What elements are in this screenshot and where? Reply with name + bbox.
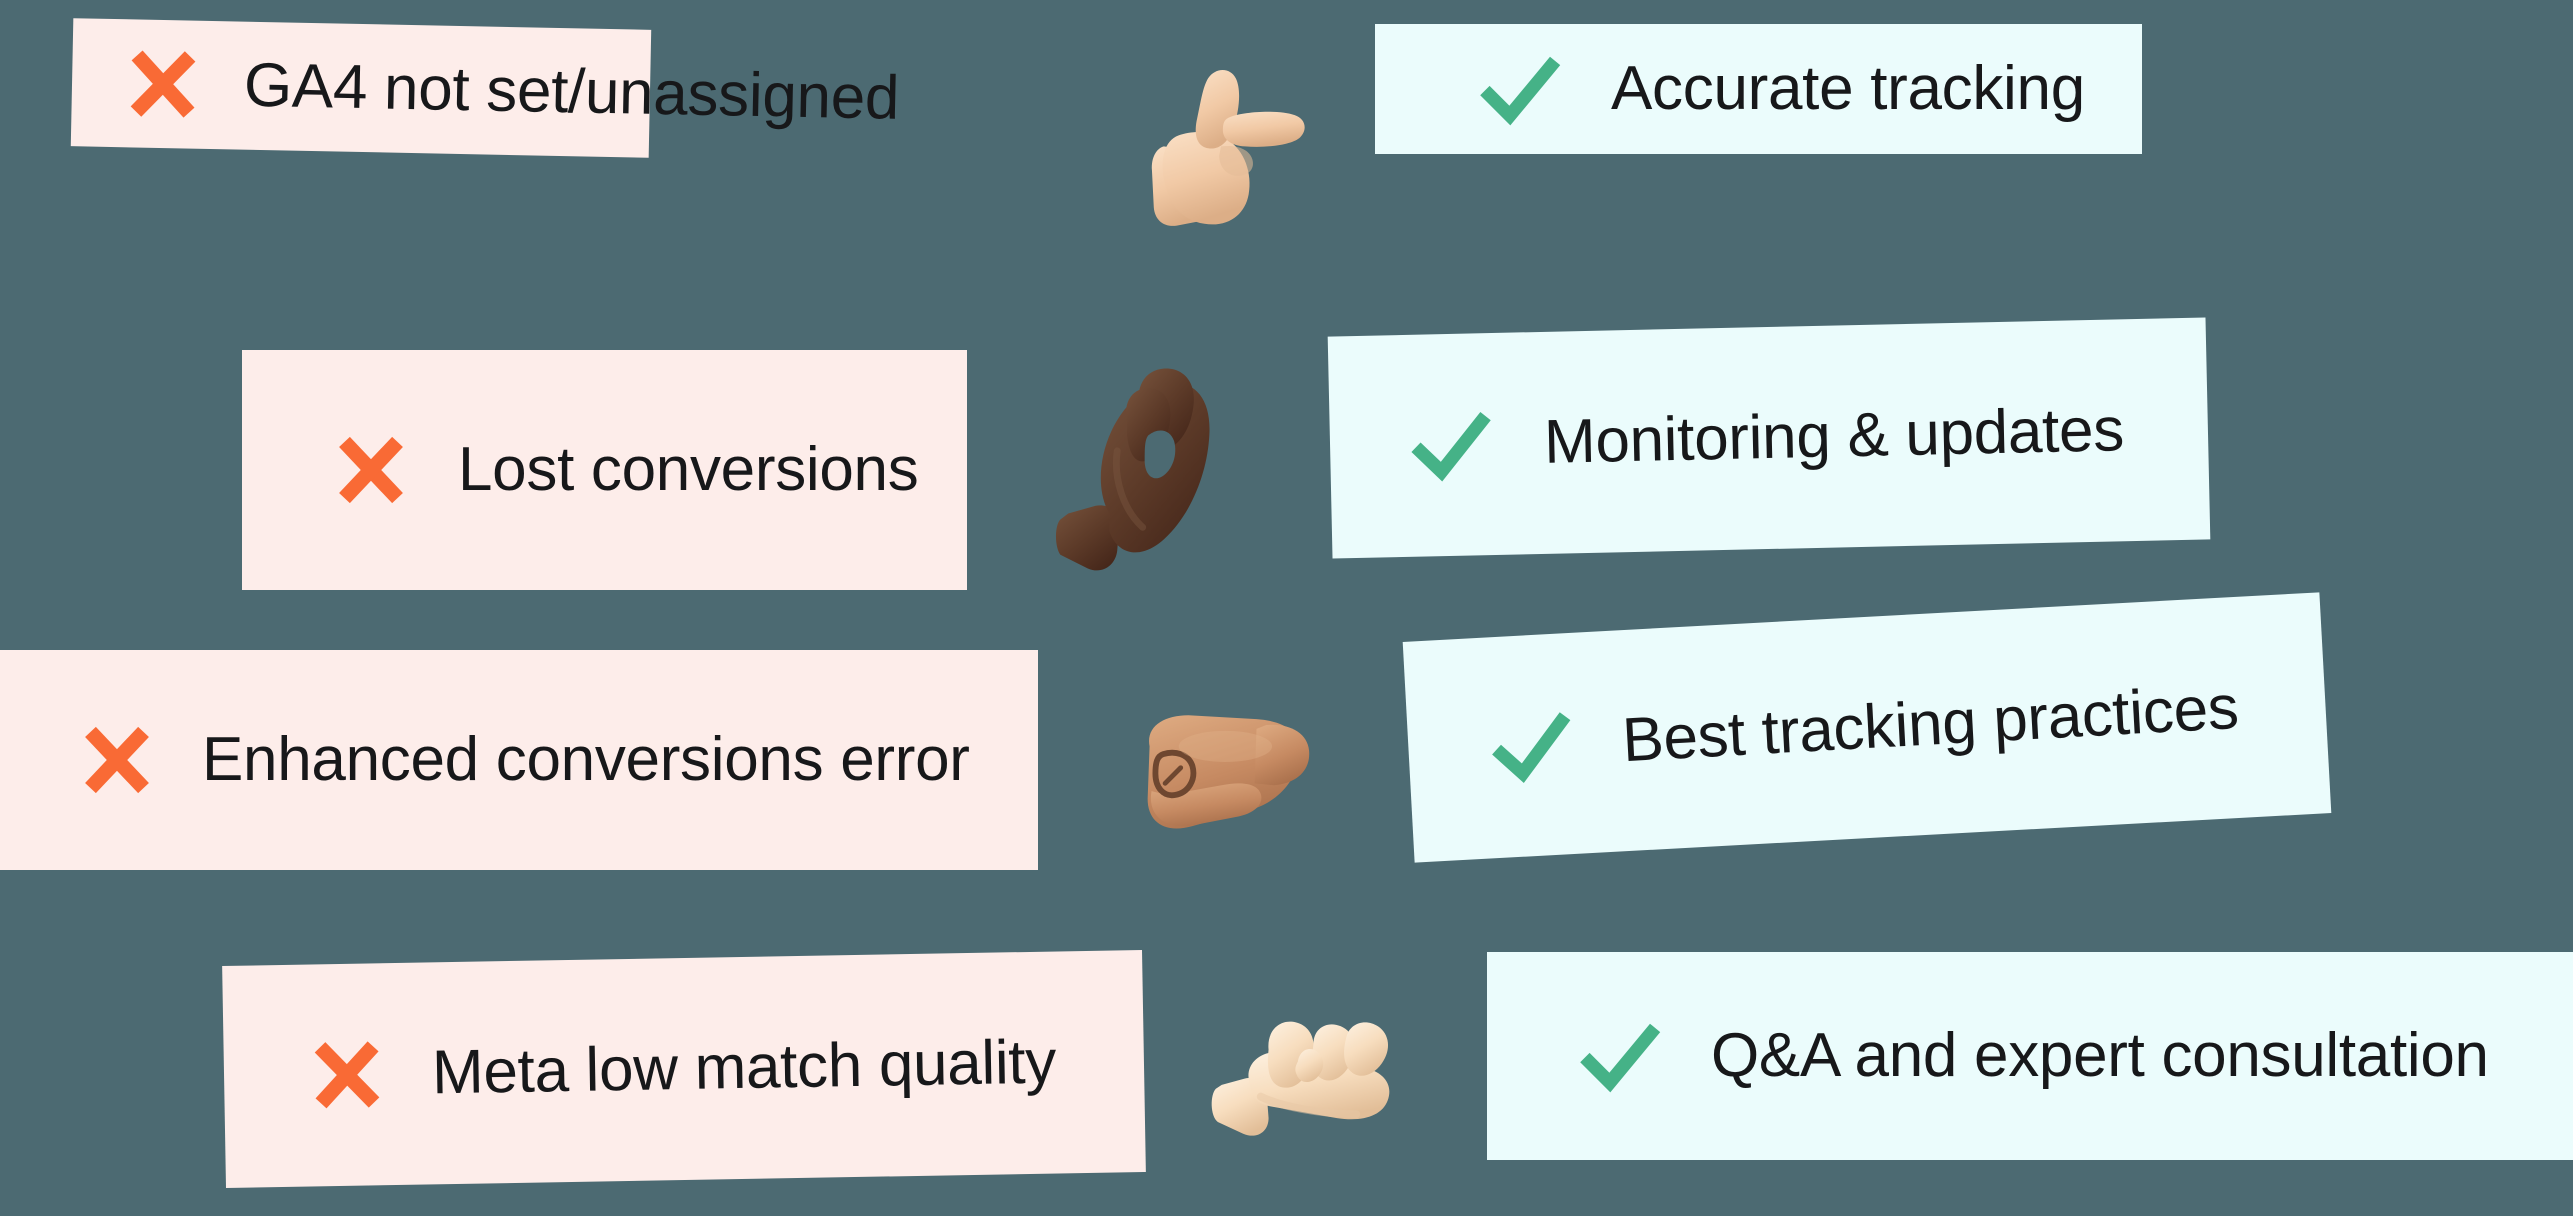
cross-icon xyxy=(85,726,149,794)
problem-card-4: Meta low match quality xyxy=(222,949,1146,1189)
solution-card-label: Accurate tracking xyxy=(1611,54,2085,124)
left-facing-fist-emoji xyxy=(1120,690,1325,865)
cross-icon xyxy=(339,436,403,504)
solution-card-4: Q&A and expert consultation xyxy=(1487,952,2573,1160)
problem-card-label: Enhanced conversions error xyxy=(202,725,970,795)
check-icon xyxy=(1580,1023,1661,1093)
pinched-fingers-hand-emoji xyxy=(1050,345,1255,590)
solution-card-1: Accurate tracking xyxy=(1375,24,2142,154)
problem-card-label: Lost conversions xyxy=(458,435,919,505)
cross-icon xyxy=(130,50,196,118)
solution-card-label: Q&A and expert consultation xyxy=(1711,1021,2489,1091)
pointing-right-hand-emoji xyxy=(1123,58,1308,233)
problem-card-3: Enhanced conversions error xyxy=(0,650,1038,870)
solution-card-label: Best tracking practices xyxy=(1620,672,2241,776)
cross-icon xyxy=(314,1041,380,1109)
open-palm-down-hand-emoji xyxy=(1210,1005,1415,1155)
solution-card-3: Best tracking practices xyxy=(1402,592,2332,863)
solution-card-label: Monitoring & updates xyxy=(1543,395,2125,478)
check-icon xyxy=(1480,56,1561,126)
problem-card-label: GA4 not set/unassigned xyxy=(243,51,900,134)
problem-card-label: Meta low match quality xyxy=(431,1027,1057,1108)
solution-card-2: Monitoring & updates xyxy=(1327,317,2211,559)
problem-card-1: GA4 not set/unassigned xyxy=(70,18,900,158)
check-icon xyxy=(1411,411,1491,482)
check-icon xyxy=(1492,711,1571,783)
problem-card-2: Lost conversions xyxy=(242,350,967,590)
